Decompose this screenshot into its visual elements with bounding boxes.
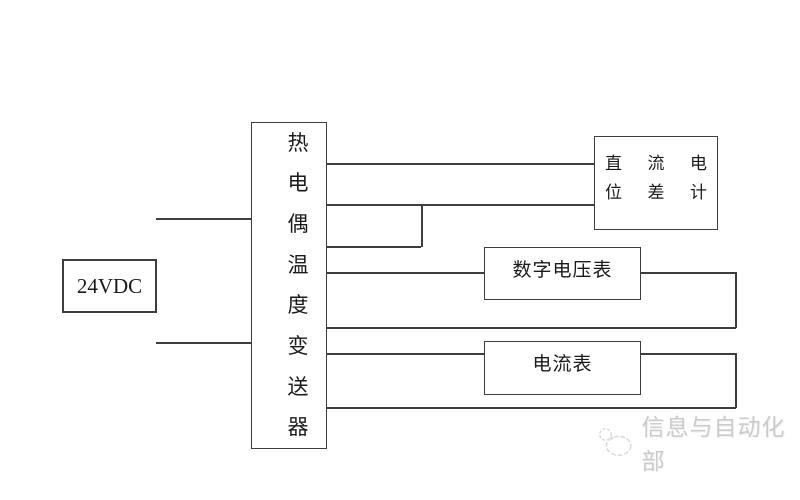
watermark-logo-icon bbox=[599, 428, 632, 456]
potentiometer-label-row2: 位 差 计 bbox=[605, 176, 707, 205]
voltmeter-box: 数字电压表 bbox=[484, 247, 641, 300]
transmitter-char: 偶 bbox=[287, 213, 309, 237]
potentiometer-char: 流 bbox=[647, 154, 665, 173]
transmitter-char: 热 bbox=[287, 131, 309, 155]
wire-power-bottom bbox=[156, 342, 251, 344]
transmitter-box: 热 电 偶 温 度 变 送 器 bbox=[251, 122, 327, 449]
ammeter-box: 电流表 bbox=[484, 341, 641, 395]
wire-ammeter-return bbox=[327, 407, 736, 409]
transmitter-char: 送 bbox=[287, 375, 309, 399]
wire-potentiometer-bottom bbox=[327, 204, 594, 206]
transmitter-char: 温 bbox=[287, 253, 309, 277]
potentiometer-box: 直 流 电 位 差 计 bbox=[594, 136, 718, 230]
potentiometer-char: 电 bbox=[690, 154, 707, 173]
potentiometer-label-row1: 直 流 电 bbox=[605, 147, 707, 176]
potentiometer-char: 计 bbox=[690, 183, 707, 202]
wire-loop-vertical bbox=[421, 204, 423, 247]
wire-power-top bbox=[156, 218, 251, 220]
transmitter-char: 度 bbox=[287, 294, 309, 318]
wire-ammeter-down bbox=[735, 353, 737, 408]
wire-voltmeter-in bbox=[327, 272, 484, 274]
power-supply-box: 24VDC bbox=[62, 259, 157, 313]
voltmeter-label: 数字电压表 bbox=[512, 260, 613, 281]
wire-ammeter-in bbox=[327, 353, 484, 355]
wire-voltmeter-return bbox=[327, 327, 736, 329]
watermark-text: 信息与自动化部 bbox=[641, 414, 786, 474]
watermark: 信息与自动化部 bbox=[596, 408, 800, 476]
wire-voltmeter-down bbox=[735, 272, 737, 328]
wire-ammeter-out bbox=[641, 353, 735, 355]
power-supply-label: 24VDC bbox=[76, 273, 143, 298]
transmitter-char: 变 bbox=[287, 334, 309, 358]
wire-voltmeter-out bbox=[641, 272, 735, 274]
transmitter-char: 电 bbox=[287, 172, 309, 196]
potentiometer-char: 差 bbox=[647, 183, 665, 202]
potentiometer-char: 直 bbox=[605, 154, 622, 173]
wire-loop-bottom bbox=[327, 246, 421, 248]
transmitter-char: 器 bbox=[287, 416, 309, 440]
potentiometer-char: 位 bbox=[605, 183, 622, 202]
ammeter-label: 电流表 bbox=[532, 353, 593, 375]
wire-potentiometer-top bbox=[327, 163, 594, 165]
